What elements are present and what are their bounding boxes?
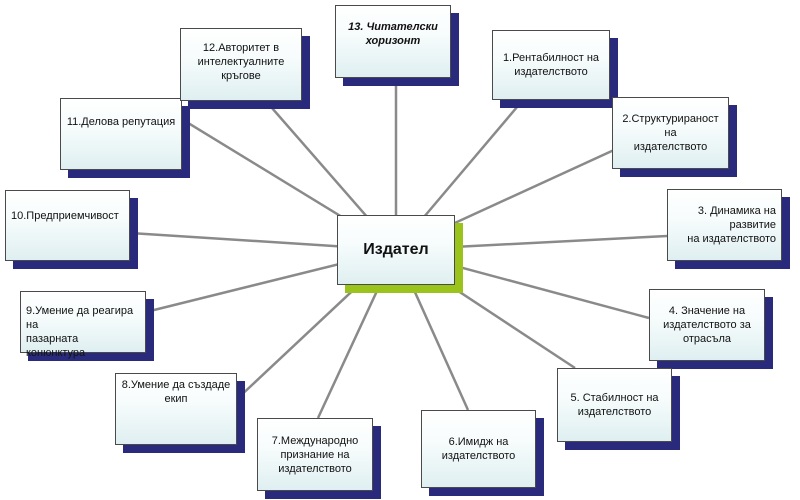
node-label: 6.Имидж на издателството — [441, 436, 516, 462]
node-label: 8.Умение да създаде екип — [121, 379, 231, 405]
node-2-structure: 2.Структурираност на издателството — [612, 97, 729, 169]
node-label: 9.Умение да реагира на пазарната конюнкт… — [26, 305, 134, 359]
node-13-reader-horizon: 13. Читателски хоризонт — [335, 5, 451, 78]
node-12-intellectual-authority: 12.Авторитет в интелектуалните кръгове — [180, 28, 302, 101]
node-label: 5. Стабилност на издателството — [570, 392, 659, 418]
center-label: Издател — [363, 241, 429, 258]
node-label: 11.Делова репутация — [66, 116, 176, 128]
node-6-image: 6.Имидж на издателството — [421, 410, 536, 488]
node-label: 7.Международно признание на издателствот… — [271, 434, 359, 475]
node-4-significance: 4. Значение на издателството за отрасъла — [649, 289, 765, 361]
node-label: 12.Авторитет в интелектуалните кръгове — [197, 42, 285, 82]
center-node: Издател — [337, 215, 455, 285]
node-label: 3. Динамика на развитие на издателството — [687, 205, 776, 245]
node-9-market-reaction: 9.Умение да реагира на пазарната конюнкт… — [20, 291, 146, 359]
node-3-dynamics: 3. Динамика на развитие на издателството — [667, 189, 782, 261]
node-10-entrepreneurship: 10.Предприемчивост — [5, 190, 130, 261]
node-label: 13. Читателски хоризонт — [348, 21, 438, 47]
node-8-team-building: 8.Умение да създаде екип — [115, 373, 237, 445]
node-11-business-reputation: 11.Делова репутация — [60, 98, 182, 170]
node-label: 4. Значение на издателството за отрасъла — [663, 305, 751, 345]
node-label: 10.Предприемчивост — [11, 210, 119, 222]
node-7-international-recognition: 7.Международно признание на издателствот… — [257, 418, 373, 491]
node-5-stability: 5. Стабилност на издателството — [557, 368, 672, 442]
node-label: 2.Структурираност на издателството — [622, 113, 719, 153]
node-1-profitability: 1.Рентабилност на издателството — [492, 30, 610, 100]
node-label: 1.Рентабилност на издателството — [502, 52, 600, 78]
